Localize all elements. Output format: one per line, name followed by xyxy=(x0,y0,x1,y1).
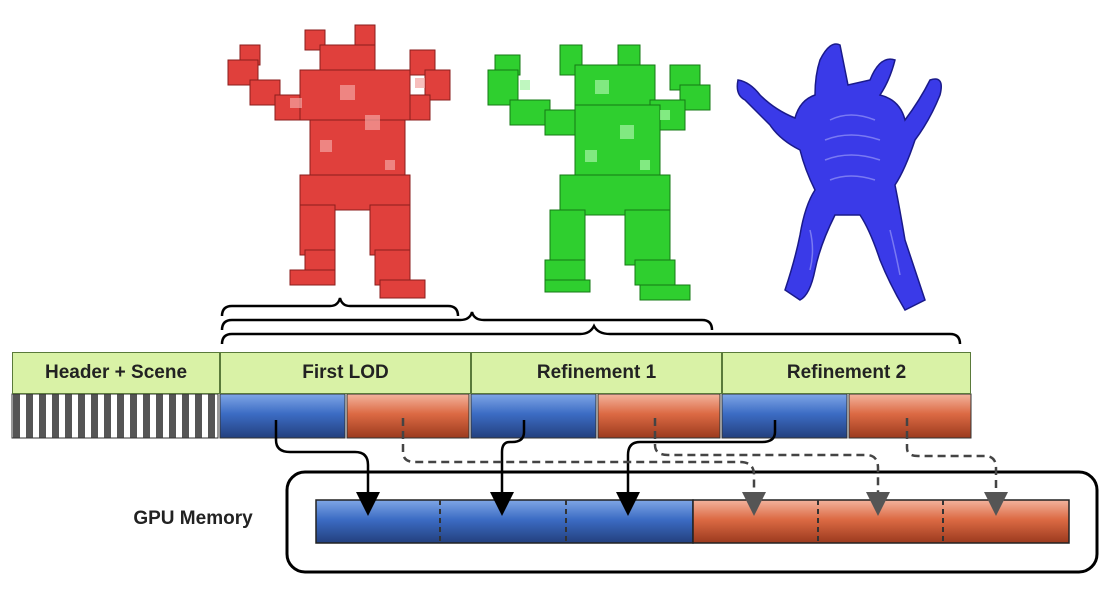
first-lod-label: First LOD xyxy=(220,352,471,394)
gpu-buffer xyxy=(315,499,1070,544)
refinement-1-model xyxy=(487,44,711,301)
attribute-arrows xyxy=(401,418,998,492)
gpu-memory-label: GPU Memory xyxy=(133,508,253,529)
brace-refinement-1 xyxy=(220,311,714,331)
stream-attribute-block-2 xyxy=(597,393,721,439)
stream-geometry-block-3 xyxy=(721,393,848,439)
arrowhead xyxy=(742,492,766,516)
refinement-1-label: Refinement 1 xyxy=(471,352,722,394)
arrowhead xyxy=(490,492,514,516)
attribute-arrowheads xyxy=(742,492,1008,516)
stream-geometry-block-2 xyxy=(470,393,597,439)
arrowhead xyxy=(984,492,1008,516)
geometry-arrows xyxy=(274,420,777,498)
arrowhead xyxy=(356,492,380,516)
refinement-2-label: Refinement 2 xyxy=(722,352,971,394)
brace-refinement-2 xyxy=(220,323,962,345)
header-scene-label: Header + Scene xyxy=(12,352,220,394)
stream-attribute-block-1 xyxy=(346,393,470,439)
refinement-2-model xyxy=(736,43,942,311)
header-stripes xyxy=(11,393,219,439)
gpu-memory-container xyxy=(285,470,1099,574)
stream-attribute-block-3 xyxy=(848,393,972,439)
arrowhead xyxy=(616,492,640,516)
geometry-arrowheads xyxy=(356,492,640,516)
stream-geometry-block-1 xyxy=(219,393,346,439)
first-lod-model xyxy=(227,24,451,299)
braces xyxy=(220,297,962,345)
arrowhead xyxy=(866,492,890,516)
brace-first-lod xyxy=(220,297,460,317)
stream-blocks xyxy=(219,393,972,439)
